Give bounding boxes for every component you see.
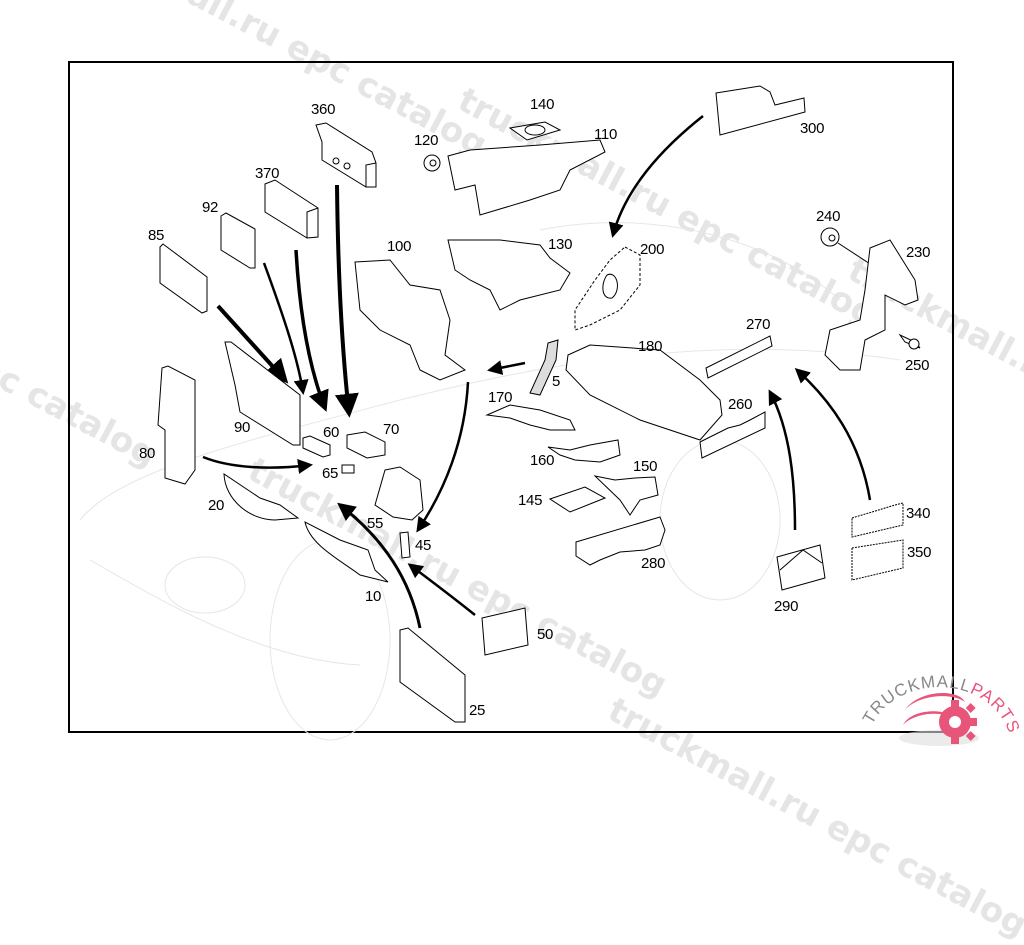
part-300	[715, 85, 806, 136]
part-92	[220, 212, 256, 269]
callout-45[interactable]: 45	[415, 537, 432, 554]
arrow	[262, 262, 309, 395]
arrow	[608, 115, 704, 238]
part-55	[374, 466, 424, 521]
arrow	[768, 389, 797, 531]
callout-300[interactable]: 300	[800, 120, 825, 137]
callout-60[interactable]: 60	[323, 424, 340, 441]
callout-100[interactable]: 100	[387, 238, 412, 255]
callout-50[interactable]: 50	[537, 626, 554, 643]
arrow	[216, 304, 289, 384]
callout-160[interactable]: 160	[530, 452, 555, 469]
callout-130[interactable]: 130	[548, 236, 573, 253]
callout-20[interactable]: 20	[208, 497, 225, 514]
callout-260[interactable]: 260	[728, 396, 753, 413]
callout-5[interactable]: 5	[552, 373, 561, 390]
part-270	[705, 335, 773, 379]
arrow	[202, 455, 313, 474]
callout-370[interactable]: 370	[255, 165, 280, 182]
callout-350[interactable]: 350	[907, 544, 932, 561]
part-170	[485, 404, 576, 431]
part-180	[565, 344, 723, 441]
callout-200[interactable]: 200	[640, 241, 665, 258]
callout-250[interactable]: 250	[905, 357, 930, 374]
callout-280[interactable]: 280	[641, 555, 666, 572]
callout-140[interactable]: 140	[530, 96, 555, 113]
callout-55[interactable]: 55	[367, 515, 384, 532]
part-85	[159, 243, 208, 314]
arrow	[794, 367, 872, 501]
callout-70[interactable]: 70	[383, 421, 400, 438]
part-370	[264, 179, 319, 239]
part-20	[223, 473, 300, 521]
part-350	[851, 539, 904, 581]
diagram-frame	[68, 61, 954, 733]
part-5	[529, 339, 559, 396]
part-280	[575, 516, 666, 566]
part-25	[399, 627, 466, 723]
part-150	[593, 475, 659, 516]
part-50	[481, 607, 529, 656]
logo-text-parts: PARTS	[968, 679, 1024, 736]
arrow	[334, 184, 359, 418]
part-340	[851, 502, 904, 538]
part-160	[547, 439, 621, 463]
arrow	[337, 502, 422, 629]
arrow	[416, 381, 470, 533]
gear-icon	[899, 692, 979, 746]
callout-110[interactable]: 110	[594, 126, 618, 143]
part-130	[447, 239, 571, 311]
part-360	[315, 122, 377, 188]
part-110	[447, 139, 606, 216]
callout-145[interactable]: 145	[518, 492, 543, 509]
part-145	[548, 486, 607, 513]
part-45	[399, 531, 411, 559]
callout-90[interactable]: 90	[234, 419, 251, 436]
truckmall-parts-logo: TRUCKMALLPARTS	[858, 660, 1024, 750]
part-260	[699, 411, 766, 459]
part-80	[157, 365, 196, 485]
part-65	[341, 464, 355, 474]
callout-80[interactable]: 80	[139, 445, 156, 462]
part-100	[354, 259, 467, 381]
callout-290[interactable]: 290	[774, 598, 799, 615]
callout-340[interactable]: 340	[906, 505, 931, 522]
callout-120[interactable]: 120	[414, 132, 439, 149]
callout-25[interactable]: 25	[469, 702, 486, 719]
part-230	[824, 239, 919, 371]
callout-150[interactable]: 150	[633, 458, 658, 475]
callout-92[interactable]: 92	[202, 199, 219, 216]
part-60	[302, 435, 331, 458]
arrow	[407, 563, 476, 616]
part-10	[304, 521, 389, 583]
arrow	[294, 249, 329, 412]
callout-65[interactable]: 65	[322, 465, 339, 482]
callout-270[interactable]: 270	[746, 316, 771, 333]
callout-360[interactable]: 360	[311, 101, 336, 118]
arrow	[487, 360, 526, 376]
callout-10[interactable]: 10	[365, 588, 382, 605]
part-70	[346, 431, 386, 459]
part-90	[224, 341, 301, 446]
callout-85[interactable]: 85	[148, 227, 165, 244]
callout-170[interactable]: 170	[488, 389, 513, 406]
callout-230[interactable]: 230	[906, 244, 931, 261]
diagram-drawing	[79, 85, 921, 741]
callout-240[interactable]: 240	[816, 208, 841, 225]
callout-180[interactable]: 180	[638, 338, 663, 355]
